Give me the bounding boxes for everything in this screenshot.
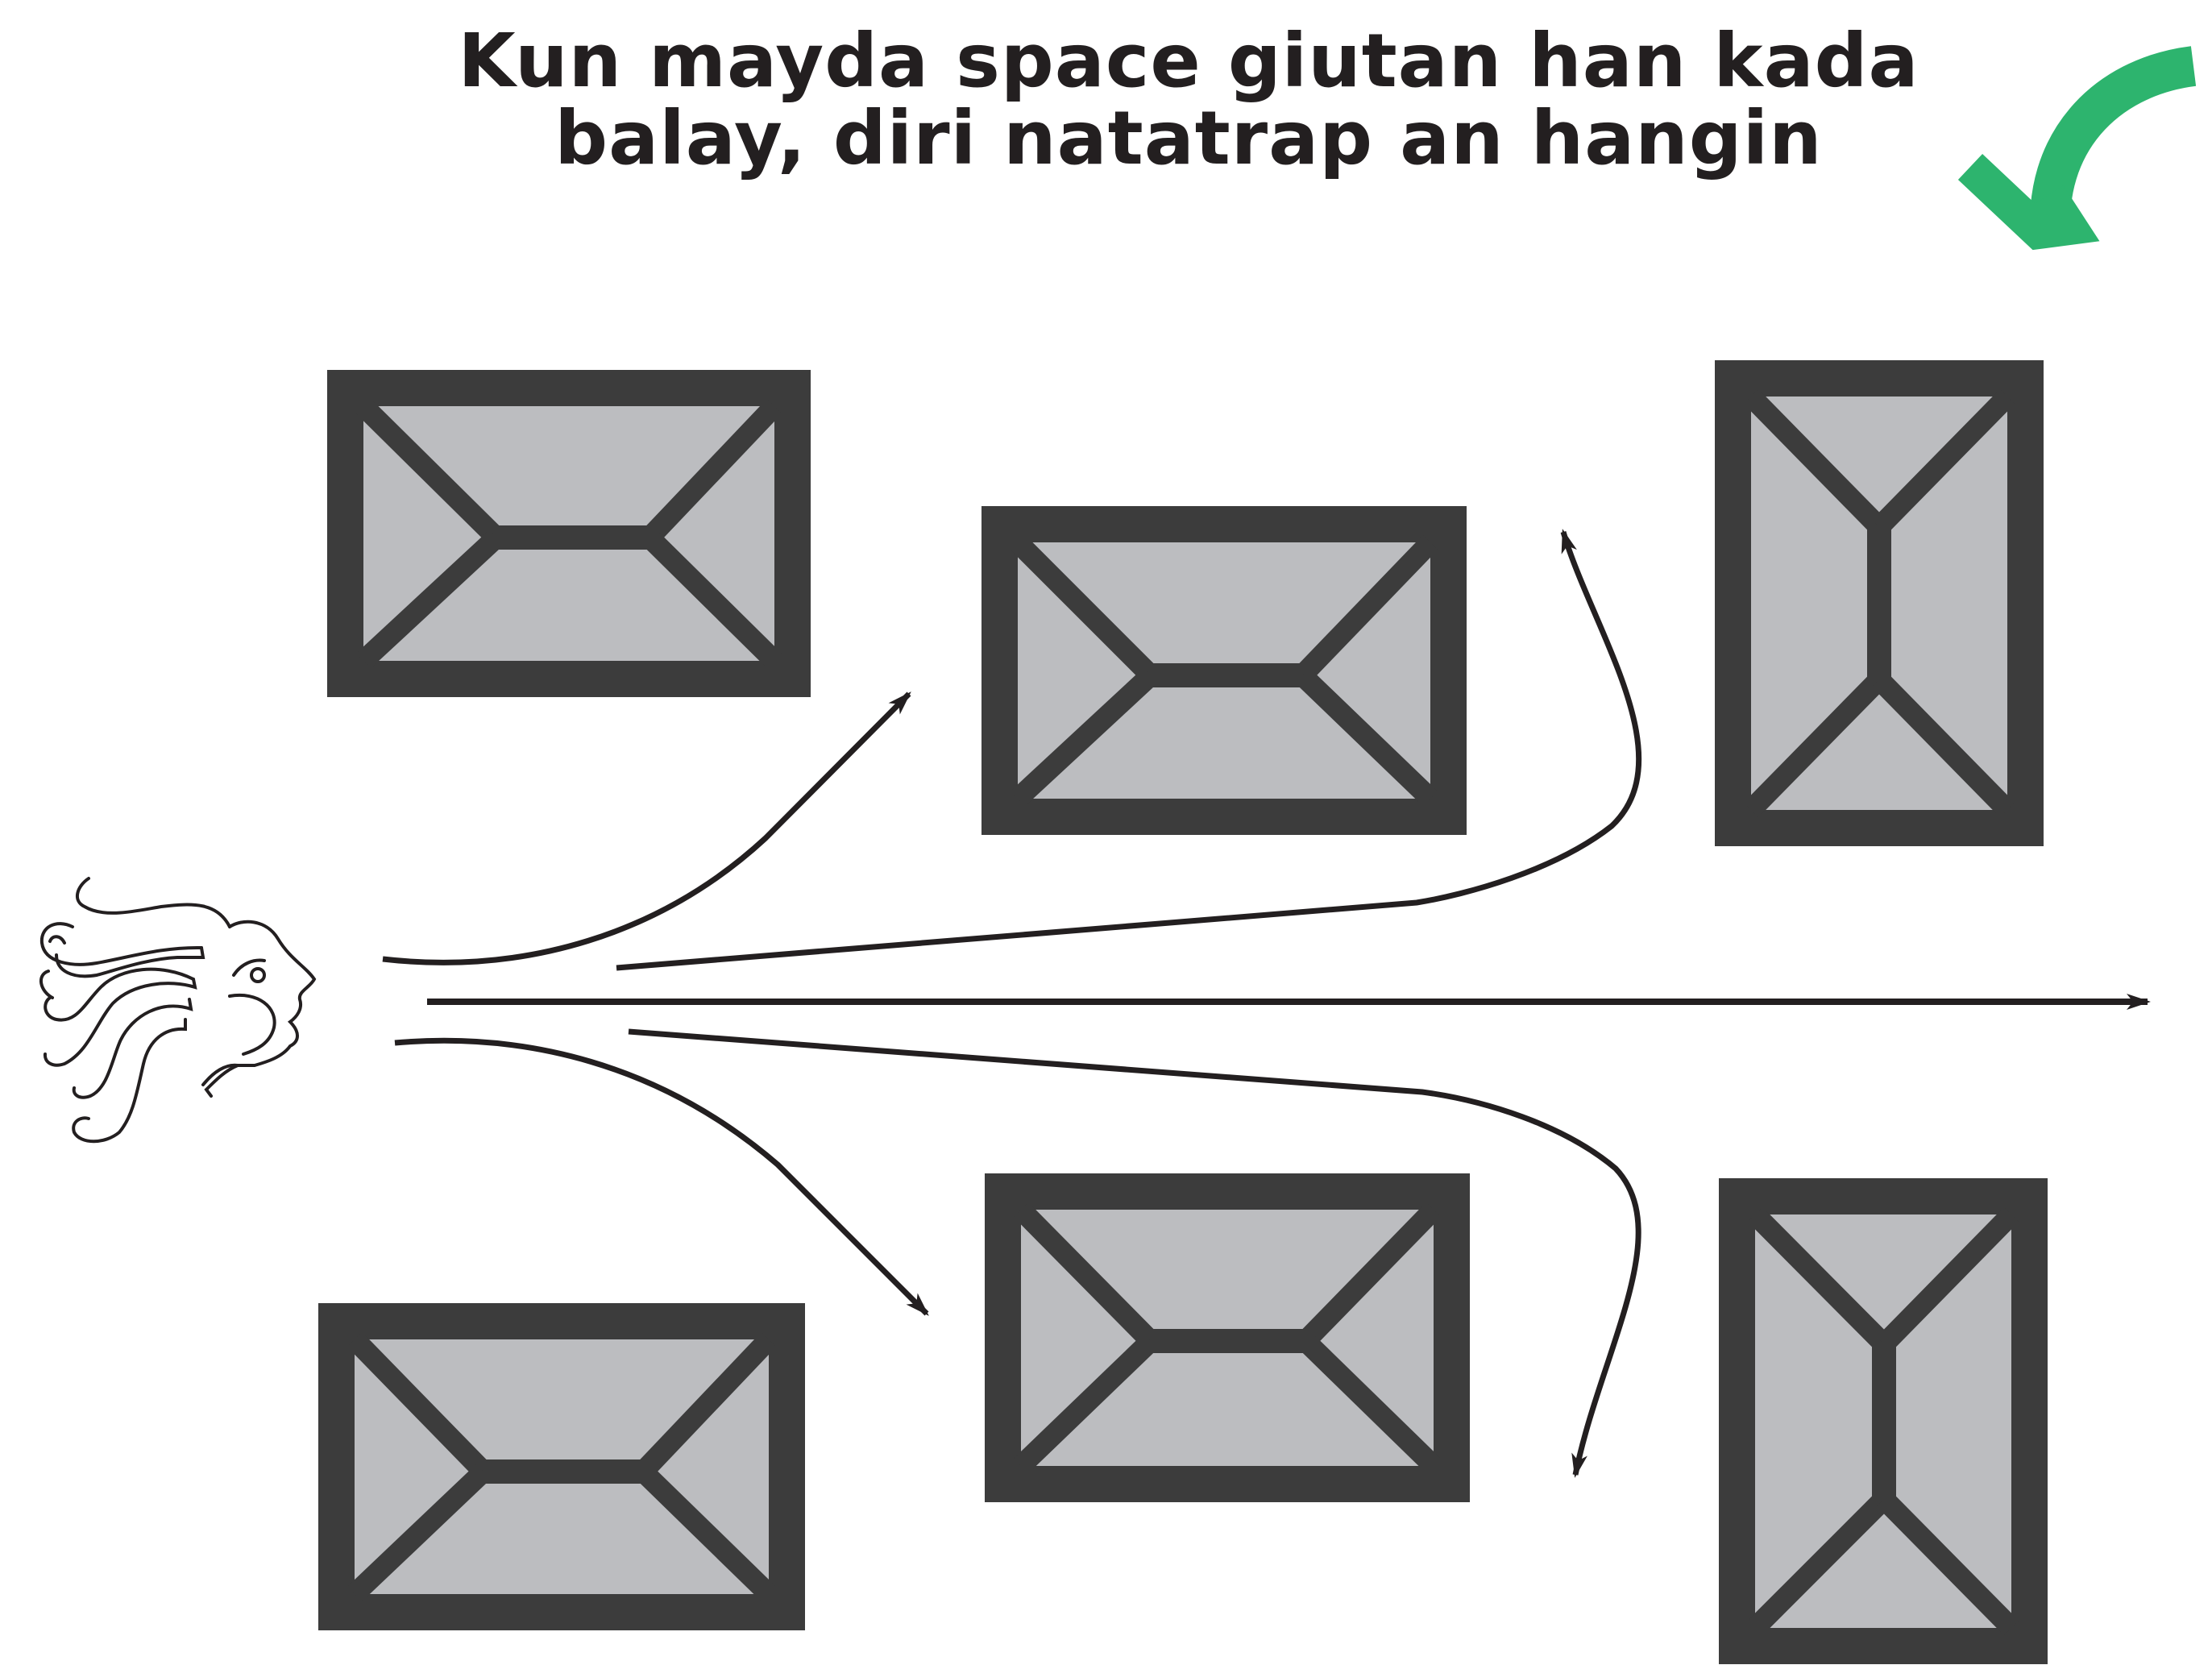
house-middle-top xyxy=(981,506,1467,835)
house-bottom-left xyxy=(318,1303,805,1630)
house-bottom-right xyxy=(1719,1178,2048,1664)
wind-arrow-lower-left xyxy=(395,1040,927,1314)
wind-arrow-upper-left xyxy=(383,694,909,962)
wind-face-icon xyxy=(41,878,314,1141)
house-top-right xyxy=(1715,360,2044,846)
check-mark-icon xyxy=(1970,66,2193,238)
house-middle-bottom xyxy=(985,1173,1470,1502)
house-top-left xyxy=(327,370,811,697)
